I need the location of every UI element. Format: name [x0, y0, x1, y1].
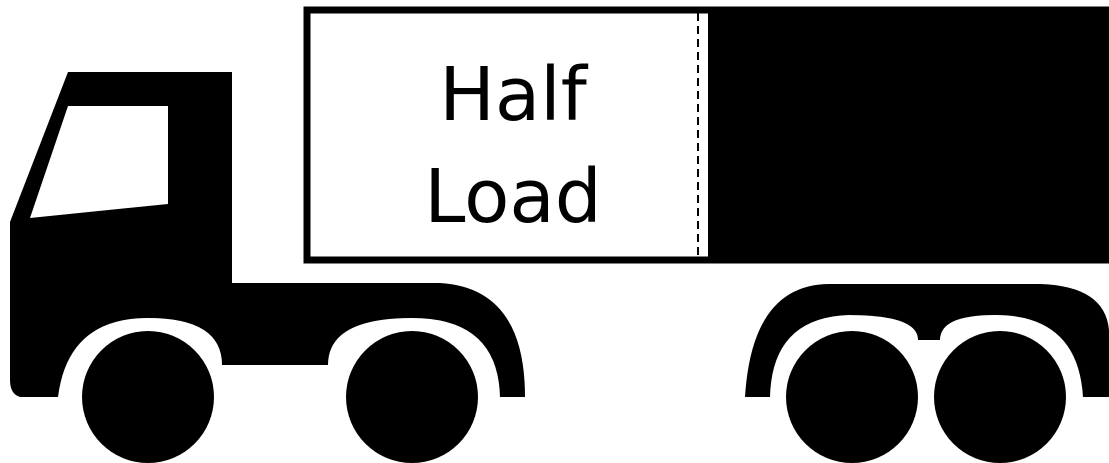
front-wheel-icon	[82, 331, 214, 463]
cargo-load-fill	[708, 10, 1109, 260]
cargo-label-line-1: Half	[439, 52, 589, 138]
cargo-label-line-2: Load	[424, 154, 602, 240]
trailer-wheel-2-icon	[934, 331, 1066, 463]
trailer-wheel-1-icon	[786, 331, 918, 463]
cab-rear-wheel-icon	[346, 331, 478, 463]
